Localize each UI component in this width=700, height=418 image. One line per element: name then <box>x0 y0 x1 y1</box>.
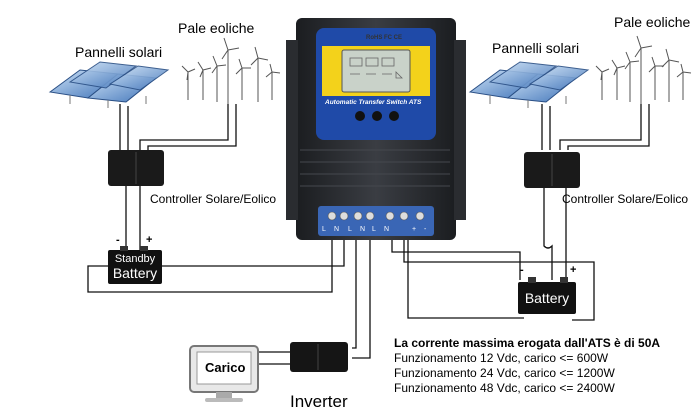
standby-battery-line2: Battery <box>112 265 158 281</box>
specs-title: La corrente massima erogata dall'ATS è d… <box>394 336 661 350</box>
inverter-label: Inverter <box>290 392 348 411</box>
terminal-l-3: L <box>372 226 376 233</box>
terminal-n-1: N <box>334 226 340 233</box>
wind-turbines-right-label: Pale eoliche <box>614 14 691 30</box>
controller-left-label: Controller Solare/Eolico <box>150 192 277 206</box>
inverter <box>290 342 348 372</box>
standby-battery <box>108 246 162 284</box>
terminal-minus: - <box>424 226 427 233</box>
main-battery-label: Battery <box>524 290 570 306</box>
wind-turbines-left-label: Pale eoliche <box>178 20 255 36</box>
standby-battery-minus: - <box>116 234 120 246</box>
solar-panels-right-label: Pannelli solari <box>492 40 580 56</box>
terminal-l-1: L <box>322 226 326 233</box>
solar-panels-left <box>48 61 170 108</box>
main-battery-plus: + <box>570 264 577 276</box>
standby-battery-plus: + <box>146 234 153 246</box>
main-battery <box>518 277 576 314</box>
load-monitor <box>189 345 259 402</box>
wires <box>87 104 650 365</box>
controller-right <box>524 152 580 188</box>
load-label: Carico <box>205 360 246 375</box>
device-brand: RoHS FC CE <box>366 35 402 41</box>
specs-line-12v: Funzionamento 12 Vdc, carico <= 600W <box>394 351 609 365</box>
solar-panels-right <box>468 61 590 108</box>
wind-turbines-left <box>181 37 281 104</box>
standby-battery-label: Standby Battery <box>108 252 162 280</box>
terminal-plus: + <box>412 226 417 233</box>
terminal-l-2: L <box>348 226 352 233</box>
specs-line-48v: Funzionamento 48 Vdc, carico <= 2400W <box>394 381 615 395</box>
ats-device <box>286 18 466 240</box>
solar-panels-left-label: Pannelli solari <box>75 44 163 60</box>
terminal-n-3: N <box>384 226 390 233</box>
wind-turbines-right <box>595 35 692 104</box>
controller-right-label: Controller Solare/Eolico <box>562 192 689 206</box>
specs-block: La corrente massima erogata dall'ATS è d… <box>394 336 660 396</box>
standby-battery-line1: Standby <box>114 253 156 265</box>
controller-left <box>108 150 164 186</box>
specs-line-24v: Funzionamento 24 Vdc, carico <= 1200W <box>394 366 615 380</box>
device-name: Automatic Transfer Switch ATS <box>325 99 422 106</box>
terminal-n-2: N <box>360 226 366 233</box>
main-battery-minus: - <box>520 264 524 276</box>
